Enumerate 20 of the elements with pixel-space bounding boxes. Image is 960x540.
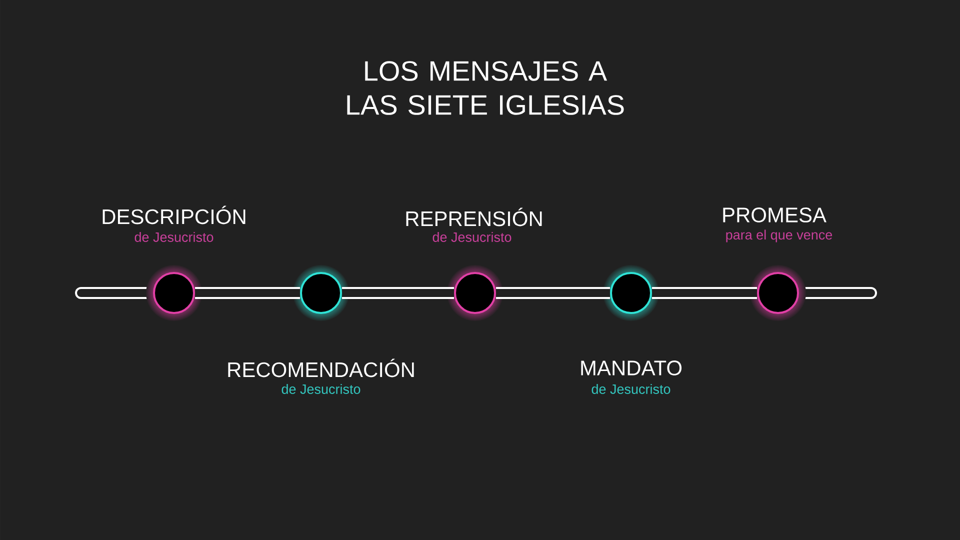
step-heading: PROMESA [723,208,826,222]
step-circle [750,265,806,321]
step-circle [447,265,503,321]
track-segment [342,287,454,299]
step-circle [293,265,349,321]
step-heading: RECOMENDACIÓN [228,358,414,378]
step-circle [603,265,659,321]
step-circle [146,265,202,321]
step-subtitle: de Jesucristo [134,232,214,242]
step-subtitle: para el que vence [726,230,832,242]
step-subtitle: de Jesucristo [592,384,670,394]
track-segment [652,287,757,299]
step-heading: REPRENSIÓN [406,208,542,226]
step-subtitle: de Jesucristo [282,384,360,394]
track-segment [496,287,610,299]
title: LOS MENSAJES A LAS SIETE IGLESIAS [347,61,624,115]
track-segment [195,287,300,299]
step-heading: DESCRIPCIÓN [102,206,246,224]
step-subtitle: de Jesucristo [432,232,512,242]
step-heading: MANDATO [581,360,682,376]
